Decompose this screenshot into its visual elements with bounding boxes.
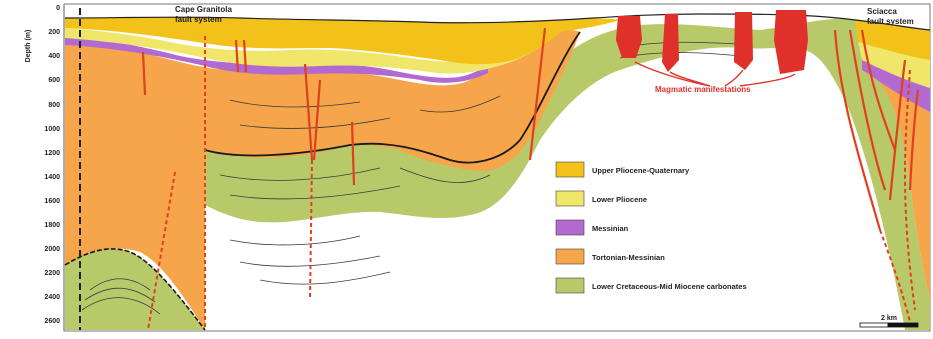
faults	[141, 27, 920, 331]
legend-label: Lower Cretaceous-Mid Miocene carbonates	[592, 282, 747, 291]
svg-text:2600: 2600	[44, 318, 60, 325]
y-tick-label: 1600	[44, 198, 60, 205]
y-tick-label: 2600	[44, 318, 60, 325]
upper-pliocene-quaternary-layer	[65, 17, 620, 65]
svg-text:1400: 1400	[44, 174, 60, 181]
y-tick-label: 200	[48, 29, 60, 36]
y-tick-label: 800	[48, 102, 60, 109]
svg-text:2400: 2400	[44, 294, 60, 301]
legend-swatch-tortonian	[555, 248, 585, 265]
legend-swatch-carbonates	[555, 277, 585, 294]
seafloor-line	[64, 13, 931, 31]
y-tick-label: 0	[56, 5, 60, 12]
magmatic-arrows	[634, 61, 796, 87]
svg-text:2200: 2200	[44, 270, 60, 277]
y-tick-label: 2200	[44, 270, 60, 277]
y-tick-label: 1200	[44, 150, 60, 157]
svg-text:2000: 2000	[44, 246, 60, 253]
svg-text:200: 200	[48, 29, 60, 36]
y-tick-label: 2400	[44, 294, 60, 301]
magmatic-manifestations-label: Magmatic manifestations	[655, 85, 751, 94]
messinian-layer-right	[862, 60, 930, 112]
carbonates-layer	[65, 248, 205, 330]
y-tick-label: 600	[48, 77, 60, 84]
y-tick-label: 1800	[44, 222, 60, 229]
svg-text:1200: 1200	[44, 150, 60, 157]
magmatic-body	[662, 14, 679, 72]
legend-swatch-messinian	[555, 219, 585, 236]
y-axis-label: Depth (m)	[25, 30, 32, 63]
svg-text:600: 600	[48, 77, 60, 84]
legend-swatch-lower-pliocene	[555, 190, 585, 207]
legend-label: Upper Pliocene-Quaternary	[592, 166, 690, 175]
scale-bar: 2 km	[859, 315, 919, 328]
messinian-layer	[65, 36, 488, 83]
legend-label: Tortonian-Messinian	[592, 253, 665, 262]
svg-text:0: 0	[56, 5, 60, 12]
legend-label: Lower Pliocene	[592, 195, 647, 204]
svg-text:1800: 1800	[44, 222, 60, 229]
y-tick-label: 1400	[44, 174, 60, 181]
y-tick-label: 2000	[44, 246, 60, 253]
svg-text:800: 800	[48, 102, 60, 109]
carbonate-top-boundary	[204, 31, 581, 164]
cape-granitola-label-line1: Cape Granitola	[175, 5, 232, 14]
svg-text:1000: 1000	[44, 126, 60, 133]
sciacca-label-line2: fault system	[867, 17, 914, 26]
tortonian-messinian-layer	[65, 29, 580, 331]
y-tick-label: 400	[48, 53, 60, 60]
magmatic-bodies	[616, 10, 808, 74]
legend: Upper Pliocene-Quaternary Lower Pliocene…	[555, 161, 747, 294]
lower-pliocene-layer-right	[858, 42, 930, 88]
svg-text:400: 400	[48, 53, 60, 60]
magmatic-body	[616, 16, 642, 58]
legend-label: Messinian	[592, 224, 629, 233]
magmatic-body	[734, 12, 753, 70]
lower-pliocene-layer	[65, 28, 560, 74]
scale-bar-label: 2 km	[881, 315, 897, 322]
magmatic-body	[774, 10, 808, 74]
legend-swatch-upper-pliocene	[555, 161, 585, 178]
cape-granitola-label-line2: fault system	[175, 15, 222, 24]
y-tick-label: 1000	[44, 126, 60, 133]
upper-pliocene-quaternary-right	[855, 20, 930, 60]
y-axis: 0 200 400 600 800 1000 1200 1400 1600 18…	[25, 5, 65, 330]
svg-text:1600: 1600	[44, 198, 60, 205]
sciacca-label-line1: Sciacca	[867, 7, 897, 16]
